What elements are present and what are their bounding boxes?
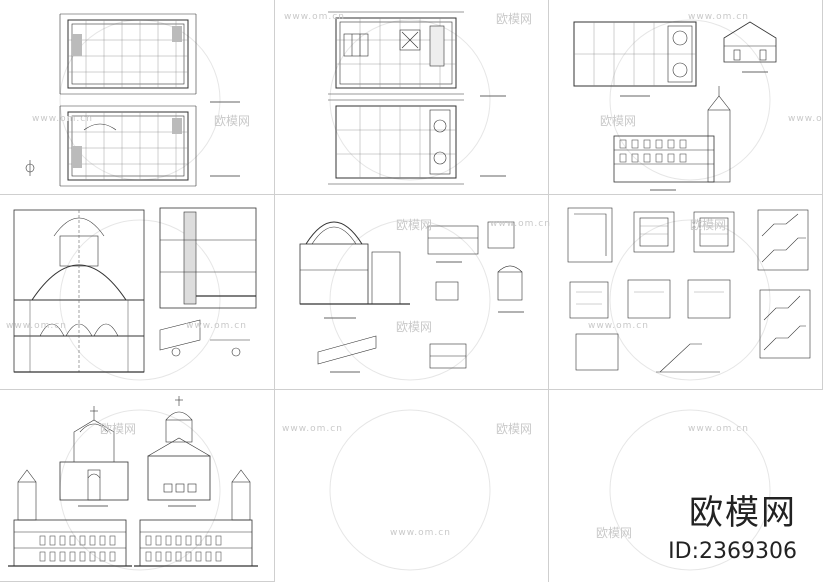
panel-empty-1	[275, 390, 549, 582]
front-elevation-long	[8, 469, 132, 567]
watermark-url: www.om.cn	[186, 321, 247, 331]
watermark-logo: 欧模网	[396, 320, 433, 334]
watermark-url: www.om.cn	[588, 321, 649, 331]
side-elevation	[613, 86, 731, 191]
cross-section-small	[723, 21, 777, 73]
wall-section-detail	[159, 207, 257, 357]
floor-plan-3	[328, 11, 506, 97]
brand-logo-text: 欧模网	[689, 493, 797, 533]
watermark-url: www.om.cn	[284, 12, 345, 22]
floor-plan-2	[25, 105, 240, 187]
watermark-logo: 欧模网	[396, 218, 433, 232]
panel-dome-section	[0, 195, 275, 390]
panel-details	[275, 195, 549, 390]
watermark-url: www.om.cn	[490, 219, 551, 229]
model-id-label: ID:2369306	[668, 539, 797, 564]
roof-plan-2	[573, 21, 697, 97]
watermark-logo: 欧模网	[100, 422, 137, 436]
watermark-logo: 欧模网	[600, 114, 637, 128]
watermark-logo: 欧模网	[596, 526, 633, 540]
watermark-logo: 欧模网	[496, 422, 533, 436]
arched-section	[299, 221, 410, 319]
dome-section	[13, 209, 145, 373]
watermark-logo: 欧模网	[496, 12, 533, 26]
panel-floor-plans-2	[275, 0, 549, 195]
panel-floor-plans-1	[0, 0, 275, 195]
side-elevation-upper	[147, 396, 211, 507]
watermark-url: www.om.cn	[788, 114, 823, 124]
watermark-url: www.om.cn	[390, 528, 451, 538]
watermark-url: www.om.cn	[32, 114, 93, 124]
watermark-circles	[59, 19, 771, 571]
watermark-url: www.om.cn	[688, 12, 749, 22]
watermark-logo: 欧模网	[214, 114, 251, 128]
stair-plans	[567, 207, 735, 371]
front-elevation-upper	[59, 406, 129, 507]
small-details	[427, 221, 524, 369]
stair-sections	[656, 209, 811, 373]
watermark-logo: 欧模网	[690, 218, 727, 232]
roof-plan-1	[328, 99, 506, 185]
rear-elevation-long	[134, 469, 258, 567]
watermark-url: www.om.cn	[282, 424, 343, 434]
watermark-url: www.om.cn	[688, 424, 749, 434]
ramp-detail	[317, 335, 377, 373]
floor-plan-1	[59, 13, 240, 103]
watermark-url: www.om.cn	[6, 321, 67, 331]
